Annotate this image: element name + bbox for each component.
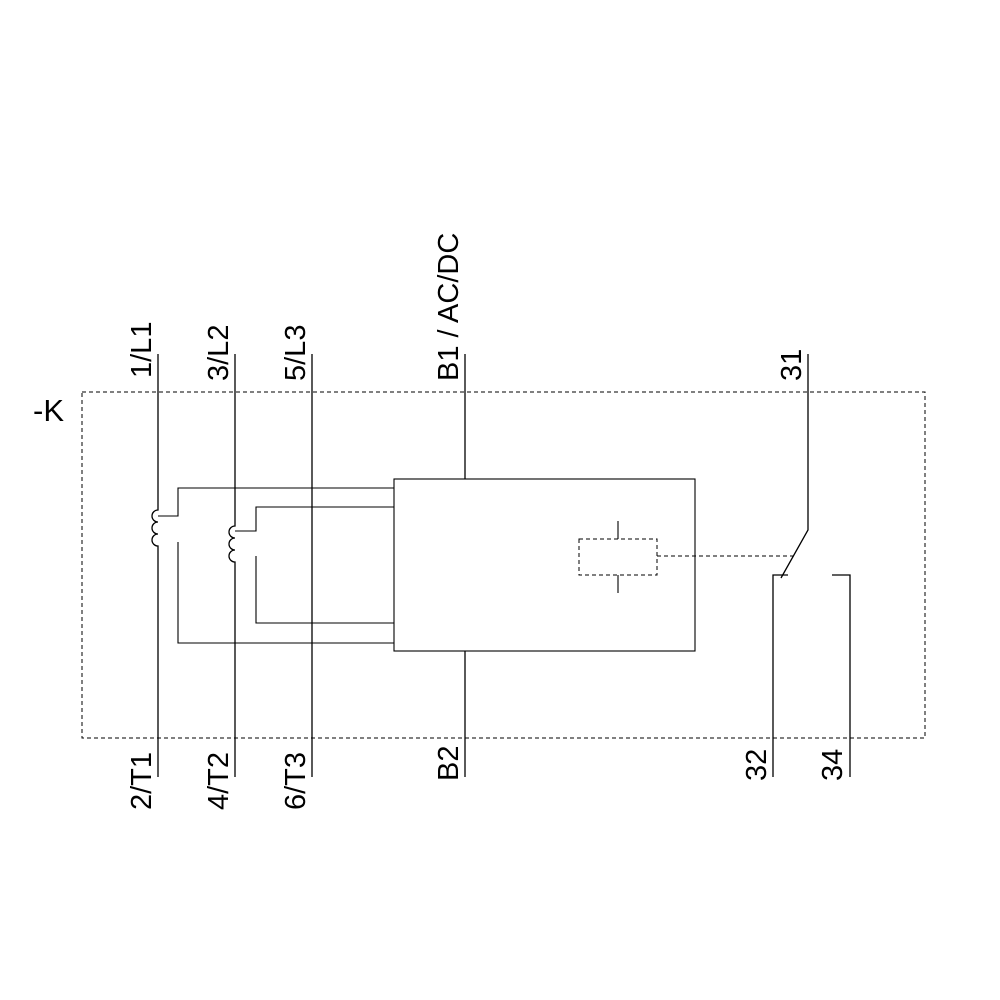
terminal-label-1-L1: 1/L1 — [126, 322, 158, 378]
sensor-wire-l2 — [235, 506, 394, 624]
relay-electronics-block — [393, 478, 696, 652]
aux-contact-no-34 — [832, 574, 851, 777]
device-boundary — [81, 391, 926, 739]
device-designation: -K — [33, 393, 64, 428]
main-conductor-l2 — [228, 354, 236, 777]
terminal-label-4-T2: 4/T2 — [203, 752, 235, 810]
aux-contact-common-31 — [780, 354, 809, 579]
terminal-label-5-L3: 5/L3 — [280, 325, 312, 381]
trip-element — [578, 538, 658, 576]
main-conductor-l1 — [151, 354, 159, 777]
sensor-wire-l1 — [158, 487, 394, 644]
terminal-label-B1: B1 / AC/DC — [433, 233, 465, 381]
terminal-label-31: 31 — [776, 349, 808, 381]
terminal-label-34: 34 — [817, 749, 849, 781]
terminal-label-B2: B2 — [433, 746, 465, 781]
terminal-label-32: 32 — [741, 749, 773, 781]
terminal-label-6-T3: 6/T3 — [280, 752, 312, 810]
terminal-label-3-L2: 3/L2 — [203, 325, 235, 381]
terminal-label-2-T1: 2/T1 — [126, 752, 158, 810]
aux-contact-nc-32 — [772, 574, 788, 777]
